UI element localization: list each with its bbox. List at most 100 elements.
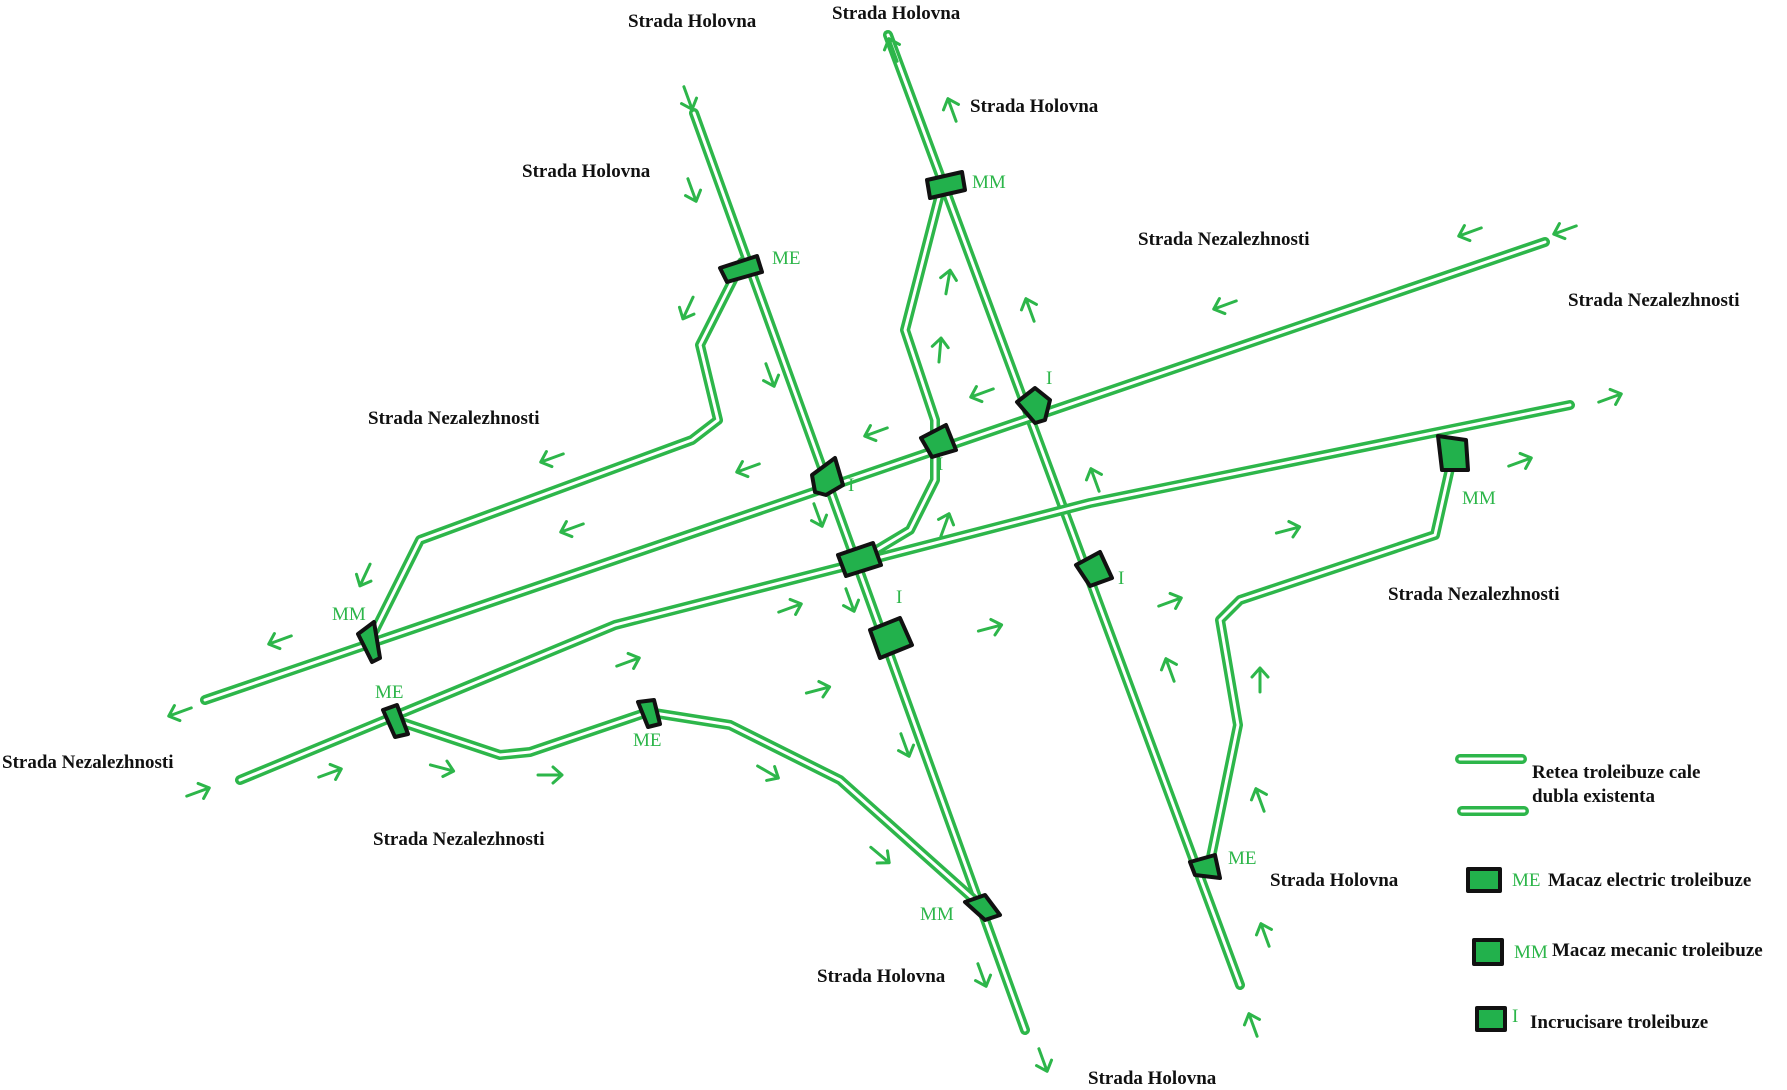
label-holovna-upper-right: Strada Holovna [970,96,1099,117]
arrow-hw-7 [974,962,993,988]
arrow-bc-3 [937,512,956,538]
arrow-ns-2 [317,762,343,781]
arrow-nn-9 [167,704,193,723]
label-nez-top-right: Strada Nezalezhnosti [1568,290,1740,311]
tag-me-top: ME [772,248,801,269]
arrow-he-2 [941,97,960,123]
arrow-sc-1 [756,764,780,782]
tag-mm-left: MM [332,604,366,625]
node-center-switch [836,541,883,578]
arrow-hw-1 [680,85,699,111]
arrow-bc-2 [930,336,950,364]
legend-electric-switch-swatch [1466,867,1502,893]
arrow-el-2 [1157,591,1183,610]
label-nez-top: Strada Nezalezhnosti [1138,229,1310,250]
legend-crossing-label: Incrucisare troleibuze [1530,1012,1708,1033]
arrow-ns-7 [1274,519,1302,539]
track-branch-south-dip [390,707,653,760]
node-i-upper-right [1015,386,1052,425]
arrow-ns-1 [185,781,211,800]
tag-mm-bottom: MM [920,904,954,925]
label-nez-right-mid: Strada Nezalezhnosti [1388,584,1560,605]
label-holovna-top-left: Strada Holovna [628,11,757,32]
track-branch-south-curve [643,707,985,910]
arrow-sd-1 [428,759,456,779]
legend-electric-label: Macaz electric troleibuze [1548,870,1751,891]
node-i-center [868,616,914,660]
legend-line-label-2: dubla existenta [1532,786,1655,807]
track-branch-center [855,181,947,565]
legend-crossing-prefix: I [1512,1006,1518,1027]
arrow-hw-4 [810,502,829,528]
arrow-nn-5 [863,424,889,443]
arrow-he-5 [1159,657,1178,683]
tag-me-bottom-right: ME [1228,848,1257,869]
arrow-hw-3 [762,362,781,388]
arrow-nn-7 [559,520,585,539]
arrow-el-1 [1250,666,1270,694]
arrow-bw-1 [539,450,565,469]
arrow-hw-6 [897,732,916,758]
arrow-hw-8 [1035,1047,1054,1073]
label-nez-left-upper: Strada Nezalezhnosti [368,408,540,429]
legend-electric-prefix: ME [1512,870,1541,891]
node-me-left [381,703,410,739]
arrow-bw-2 [677,295,696,321]
tag-me-left: ME [375,682,404,703]
arrow-ns-3 [615,651,641,670]
label-holovna-bottom-mid: Strada Holovna [817,966,946,987]
arrow-nn-2 [1457,224,1483,243]
node-tags: ME MM I I I I I MM ME ME MM MM ME [332,172,1496,925]
arrow-nn-1 [1552,222,1578,241]
arrow-ns-5 [804,679,832,699]
tag-mm-right: MM [1462,488,1496,509]
arrow-he-7 [1254,922,1273,948]
track-nezalezhnosti-north [200,237,1550,705]
label-holovna-bottom: Strada Holovna [1088,1068,1217,1089]
node-mm-right [1436,434,1470,472]
label-holovna-upper-left: Strada Holovna [522,161,651,182]
node-me-bottom-right [1188,853,1222,880]
tag-me-center-bottom: ME [633,730,662,751]
legend-line-label-1: Retea troleibuze cale [1532,762,1700,783]
legend-mechanical-prefix: MM [1514,942,1548,963]
track-branch-east-loop [1205,450,1458,867]
legend-mechanical-switch-swatch [1472,938,1504,966]
arrow-nn-4 [969,385,995,404]
label-holovna-top-right: Strada Holovna [832,3,961,24]
node-me-top [718,254,764,284]
arrow-he-8 [1242,1012,1261,1038]
node-mm-top [925,170,967,200]
legend-crossing-swatch [1475,1006,1507,1032]
node-mm-left [356,620,382,664]
arrow-ns-9 [1597,387,1623,406]
node-mm-bottom [963,893,1002,922]
arrow-ns-4 [777,597,803,616]
node-i-right [1074,550,1114,588]
node-i-upper-mid [919,423,958,459]
switch-nodes [356,170,1470,922]
tag-i-right: I [1118,568,1124,589]
tag-i-upper-right: I [1046,368,1052,389]
arrow-ns-6 [976,617,1004,637]
tag-i-upper-left: I [848,475,854,496]
legend-mechanical-label: Macaz mecanic troleibuze [1552,940,1763,961]
legend: Retea troleibuze cale dubla existenta ME… [1455,754,1763,1033]
label-nez-bottom: Strada Nezalezhnosti [373,829,545,850]
arrow-he-6 [1249,787,1268,813]
arrow-hw-2 [684,177,703,203]
label-nez-left: Strada Nezalezhnosti [2,752,174,773]
arrow-nn-6 [735,460,761,479]
arrow-he-1 [882,37,901,63]
node-i-upper-left [810,456,845,497]
tag-mm-top: MM [972,172,1006,193]
arrow-ns-8 [1507,451,1533,470]
arrow-sc-2 [869,845,891,865]
track-branch-west-loop [370,257,747,635]
arrow-nn-3 [1212,297,1238,316]
node-me-center-bottom [636,698,662,729]
arrow-sd-2 [536,765,564,785]
label-holovna-right: Strada Holovna [1270,870,1399,891]
direction-arrows [167,37,1623,1073]
